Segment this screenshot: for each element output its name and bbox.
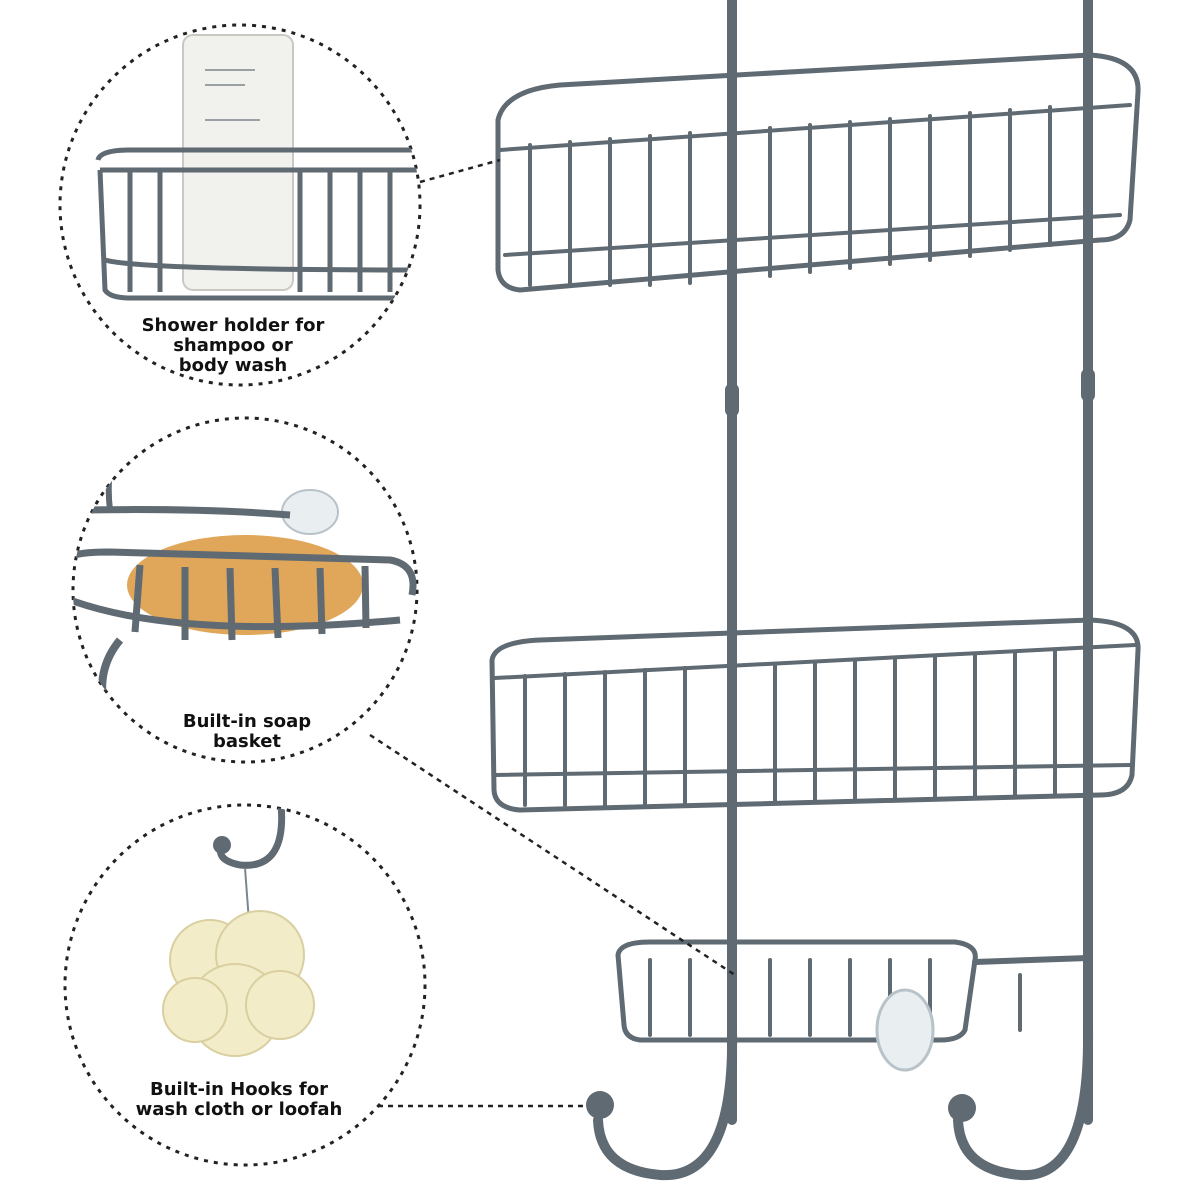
callout-hooks-loofah	[63, 803, 427, 1167]
shampoo-bottle	[182, 34, 294, 291]
suction-cup	[281, 489, 339, 535]
leader-line-1	[419, 158, 501, 184]
soap-dish	[615, 939, 1091, 1043]
loofah	[162, 910, 315, 1057]
suction-cup	[875, 988, 935, 1072]
middle-basket-bars	[523, 648, 1057, 807]
hook-ball-ends	[586, 1091, 976, 1122]
callout-caption-soap: Built-in soap basket	[182, 711, 312, 752]
top-basket-bars	[528, 105, 1052, 287]
callout-caption-hooks: Built-in Hooks for wash cloth or loofah	[135, 1079, 343, 1120]
leader-line-2	[369, 733, 736, 977]
caddy-poles	[727, 0, 1093, 1125]
callout-shampoo-holder	[58, 23, 422, 387]
callout-caption-shampoo: Shower holder for shampoo or body wash	[141, 315, 325, 376]
caddy-hooks	[593, 1025, 1094, 1181]
top-basket	[495, 52, 1141, 293]
shampoo-basket	[95, 147, 420, 301]
pole-joints	[725, 368, 1095, 417]
middle-basket	[489, 617, 1141, 813]
shower-caddy	[489, 0, 1141, 1181]
soap-dish-bars	[648, 958, 1022, 1037]
hook-icon	[217, 805, 286, 869]
